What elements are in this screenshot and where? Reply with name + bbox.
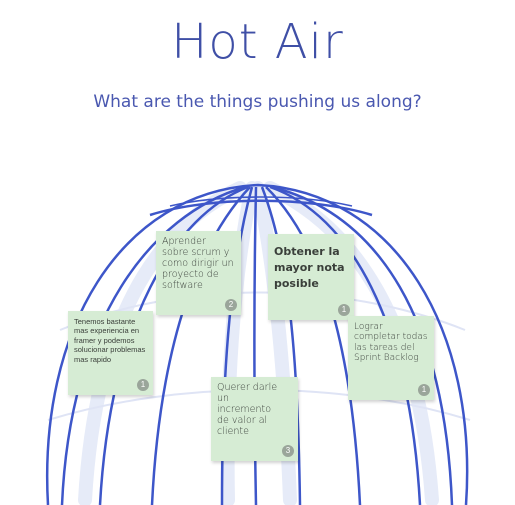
sticky-note[interactable]: Lograr completar todas las tareas del Sp… [348, 316, 434, 400]
vote-count-badge: 1 [418, 384, 430, 396]
vote-count-badge: 1 [137, 379, 149, 391]
sticky-note-text: Lograr completar todas las tareas del Sp… [354, 322, 428, 364]
page-title: Hot Air [171, 14, 344, 70]
sticky-note[interactable]: Obtener la mayor nota posible 1 [268, 234, 354, 320]
page-subtitle: What are the things pushing us along? [93, 92, 422, 112]
vote-count-badge: 3 [282, 445, 294, 457]
sticky-note[interactable]: Tenemos bastante mas experiencia en fram… [68, 311, 153, 395]
sticky-note-text: Aprender sobre scrum y como dirigir un p… [162, 236, 234, 291]
vote-count-badge: 2 [225, 299, 237, 311]
sticky-note[interactable]: Aprender sobre scrum y como dirigir un p… [156, 231, 241, 315]
sticky-note-text: Obtener la mayor nota posible [274, 245, 345, 290]
sticky-note[interactable]: Querer darle un incremento de valor al c… [211, 377, 298, 461]
sticky-note-text: Tenemos bastante mas experiencia en fram… [74, 317, 146, 364]
vote-count-badge: 1 [338, 304, 350, 316]
sticky-note-text: Querer darle un incremento de valor al c… [217, 382, 278, 437]
